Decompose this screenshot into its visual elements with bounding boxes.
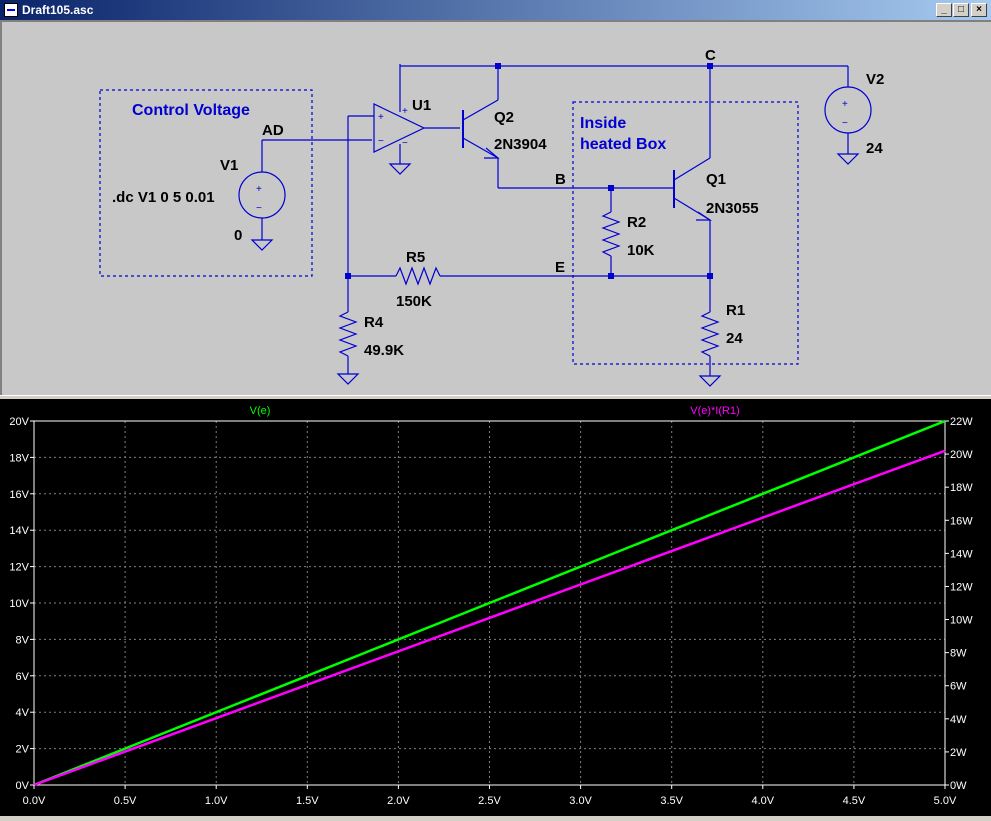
ground-symbol xyxy=(836,153,860,165)
y-right-tick-label: 22W xyxy=(950,416,973,428)
schematic-pane[interactable]: + − + − + − + − Control Voltage Inside h… xyxy=(0,20,991,395)
r5-symbol xyxy=(395,266,441,286)
x-tick-label: 0.5V xyxy=(114,795,137,807)
dc-directive: .dc V1 0 5 0.01 xyxy=(112,189,215,206)
y-right-tick-label: 8W xyxy=(950,648,967,660)
v1-plus-sign: + xyxy=(256,184,262,195)
x-tick-label: 0.0V xyxy=(23,795,46,807)
title-bar[interactable]: Draft105.asc _ □ × xyxy=(0,0,991,20)
r5-name: R5 xyxy=(406,249,425,266)
x-tick-label: 2.5V xyxy=(478,795,501,807)
legend-ve[interactable]: V(e) xyxy=(250,405,271,417)
v2-plus-sign: + xyxy=(842,99,848,110)
opamp-plus-in: + xyxy=(378,112,384,123)
opamp-u1-symbol xyxy=(373,103,426,153)
y-right-tick-label: 0W xyxy=(950,780,967,792)
y-right-tick-label: 16W xyxy=(950,515,973,527)
legend-power[interactable]: V(e)*I(R1) xyxy=(690,405,740,417)
r2-symbol xyxy=(601,211,621,257)
y-left-tick-label: 10V xyxy=(9,598,29,610)
x-tick-label: 2.0V xyxy=(387,795,410,807)
r5-value: 150K xyxy=(396,293,432,310)
node-ad-label: AD xyxy=(262,122,284,139)
maximize-button[interactable]: □ xyxy=(953,3,969,17)
heated-box xyxy=(572,101,799,365)
x-tick-label: 4.0V xyxy=(751,795,774,807)
control-voltage-label: Control Voltage xyxy=(132,102,250,119)
series-line-1 xyxy=(33,449,946,787)
y-left-tick-label: 0V xyxy=(16,780,30,792)
x-tick-label: 1.5V xyxy=(296,795,319,807)
x-tick-label: 5.0V xyxy=(934,795,957,807)
y-left-tick-label: 20V xyxy=(9,416,29,428)
v1-minus-sign: − xyxy=(256,203,262,214)
v2-value: 24 xyxy=(866,140,883,157)
y-right-tick-label: 12W xyxy=(950,581,973,593)
r4-name: R4 xyxy=(364,314,384,331)
q2-model: 2N3904 xyxy=(494,136,547,153)
series-line-0 xyxy=(33,419,946,787)
y-right-tick-label: 2W xyxy=(950,747,967,759)
y-left-tick-label: 12V xyxy=(9,562,29,574)
v2-source-symbol xyxy=(824,86,872,134)
r1-value: 24 xyxy=(726,330,743,347)
x-tick-label: 3.5V xyxy=(660,795,683,807)
ground-symbol xyxy=(336,373,360,385)
q2-name: Q2 xyxy=(494,109,514,126)
x-tick-label: 4.5V xyxy=(843,795,866,807)
y-left-tick-label: 14V xyxy=(9,525,29,537)
v1-source-symbol xyxy=(238,171,286,219)
v1-name: V1 xyxy=(220,157,238,174)
waveform-plot[interactable]: 0.0V 0.5V 1.0V 1.5V 2.0V 2.5V 3.0V 3.5V 4.0V 4.5V… xyxy=(0,399,991,816)
opamp-minus-supply: − xyxy=(402,138,408,149)
y-left-tick-label: 16V xyxy=(9,489,29,501)
r4-symbol xyxy=(338,311,358,357)
close-button[interactable]: × xyxy=(971,3,987,17)
r4-value: 49.9K xyxy=(364,342,404,359)
y-right-tick-label: 14W xyxy=(950,548,973,560)
node-c-label: C xyxy=(705,47,716,64)
schematic-canvas[interactable]: + − + − + − + − Control Voltage Inside h… xyxy=(2,22,991,395)
x-tick-label: 1.0V xyxy=(205,795,228,807)
minimize-button[interactable]: _ xyxy=(936,3,952,17)
node-b-label: B xyxy=(555,171,566,188)
pane-splitter[interactable] xyxy=(0,395,991,399)
v2-name: V2 xyxy=(866,71,884,88)
y-right-tick-label: 4W xyxy=(950,714,967,726)
y-left-tick-label: 2V xyxy=(16,744,30,756)
ground-symbol xyxy=(250,239,274,251)
y-right-tick-label: 18W xyxy=(950,482,973,494)
app-icon xyxy=(4,3,18,17)
x-tick-label: 3.0V xyxy=(569,795,592,807)
window-title: Draft105.asc xyxy=(22,3,94,17)
u1-name: U1 xyxy=(412,97,431,114)
ground-symbol xyxy=(388,163,412,175)
opamp-minus-in: − xyxy=(378,136,384,147)
y-left-tick-label: 8V xyxy=(16,634,30,646)
y-left-tick-label: 4V xyxy=(16,707,30,719)
heated-box-label-1: Inside xyxy=(580,115,626,132)
opamp-plus-supply: + xyxy=(402,106,408,117)
heated-box-label-2: heated Box xyxy=(580,136,666,153)
node-e-label: E xyxy=(555,259,565,276)
v2-minus-sign: − xyxy=(842,118,848,129)
v1-value: 0 xyxy=(234,227,242,244)
waveform-pane[interactable]: 0.0V 0.5V 1.0V 1.5V 2.0V 2.5V 3.0V 3.5V 4.0V 4.5V… xyxy=(0,399,991,816)
r1-name: R1 xyxy=(726,302,745,319)
r1-symbol xyxy=(700,311,720,357)
q1-model: 2N3055 xyxy=(706,200,759,217)
y-right-tick-label: 6W xyxy=(950,681,967,693)
r2-name: R2 xyxy=(627,214,646,231)
q1-name: Q1 xyxy=(706,171,726,188)
y-left-tick-label: 6V xyxy=(16,671,30,683)
control-voltage-box xyxy=(99,89,313,277)
r2-value: 10K xyxy=(627,242,655,259)
y-right-tick-label: 20W xyxy=(950,449,973,461)
y-right-tick-label: 10W xyxy=(950,615,973,627)
ground-symbol xyxy=(698,375,722,387)
y-left-tick-label: 18V xyxy=(9,452,29,464)
